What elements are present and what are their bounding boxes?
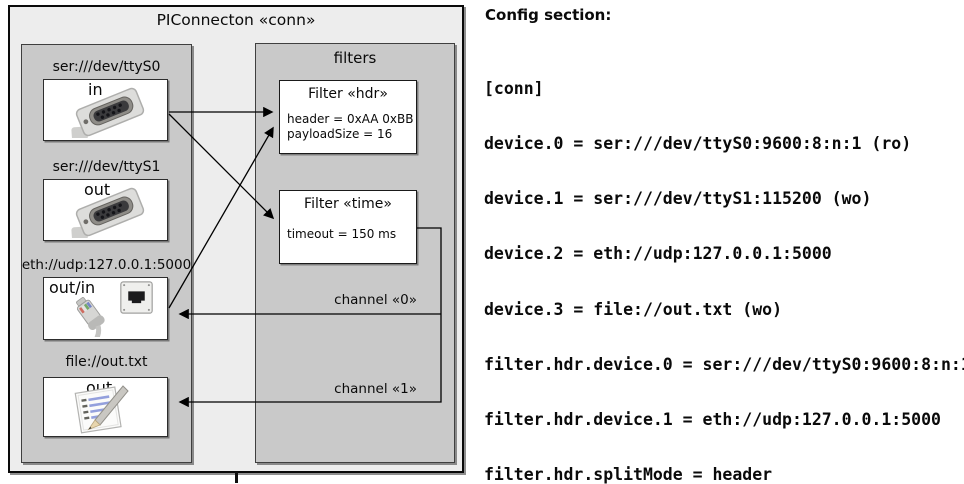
- device-box-ttys0: in: [43, 79, 168, 141]
- device-mode-label: out: [84, 180, 111, 199]
- filter-prop: timeout = 150 ms: [287, 227, 397, 241]
- device-uri-eth: eth://udp:127.0.0.1:5000: [21, 257, 192, 273]
- ethernet-cable-icon: [76, 297, 105, 337]
- config-line: device.0 = ser:///dev/ttyS0:9600:8:n:1 (…: [484, 134, 912, 154]
- serial-port-icon: [71, 187, 145, 238]
- config-line: device.3 = file://out.txt (wo): [484, 299, 783, 319]
- filter-hdr-title: Filter «hdr»: [308, 86, 388, 102]
- device-uri-ttys1: ser:///dev/ttyS1: [52, 159, 161, 175]
- filter-time-props: timeout = 150 ms: [287, 227, 396, 242]
- config-line: filter.hdr.splitMode = header: [484, 465, 773, 484]
- device-mode-label: out/in: [49, 278, 96, 297]
- diagram-title: PIConnecton «conn»: [156, 11, 316, 29]
- filter-hdr-props: header = 0xAA 0xBB payloadSize = 16: [287, 112, 413, 142]
- channel-1-label: channel «1»: [334, 381, 417, 397]
- config-line: [conn]: [484, 78, 544, 98]
- device-uri-ttys0: ser:///dev/ttyS0: [52, 59, 161, 75]
- filter-hdr-box: Filter «hdr» header = 0xAA 0xBB payloadS…: [279, 80, 417, 154]
- filter-prop: header = 0xAA 0xBB: [287, 112, 414, 126]
- channel-0-label: channel «0»: [334, 292, 417, 308]
- config-line: device.2 = eth://udp:127.0.0.1:5000: [484, 244, 832, 264]
- config-text: [conn] device.0 = ser:///dev/ttyS0:9600:…: [484, 43, 964, 484]
- config-section-heading: Config section:: [485, 6, 612, 24]
- filters-panel-label: filters: [333, 49, 377, 67]
- filter-time-title: Filter «time»: [304, 196, 392, 212]
- serial-port-icon: [71, 87, 145, 138]
- frame-bottom-tick: [235, 472, 238, 483]
- filter-prop: payloadSize = 16: [287, 127, 393, 141]
- device-box-eth: out/in: [43, 277, 168, 340]
- notepad-pencil-icon: [74, 385, 129, 434]
- config-line: filter.hdr.device.1 = eth://udp:127.0.0.…: [484, 410, 941, 430]
- ethernet-jack-icon: [120, 281, 153, 314]
- config-line: filter.hdr.device.0 = ser:///dev/ttyS0:9…: [484, 354, 964, 374]
- device-box-file: out: [43, 377, 168, 437]
- config-line: device.1 = ser:///dev/ttyS1:115200 (wo): [484, 189, 872, 209]
- device-box-ttys1: out: [43, 179, 168, 241]
- filter-time-box: Filter «time» timeout = 150 ms: [279, 190, 417, 264]
- device-uri-file: file://out.txt: [65, 354, 148, 370]
- device-mode-label: in: [88, 80, 103, 99]
